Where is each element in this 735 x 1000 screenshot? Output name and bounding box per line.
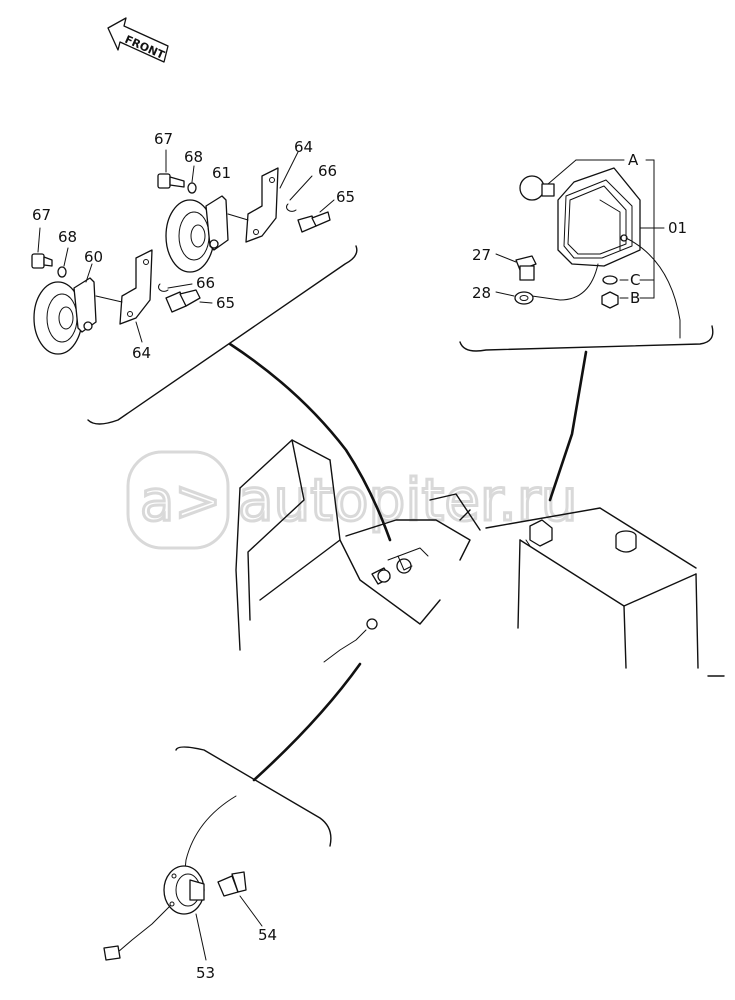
- washer-66-upper: [286, 203, 297, 212]
- callout-67-lower: 67: [32, 206, 51, 224]
- callout-01: 01: [668, 219, 687, 237]
- bolt-67-upper: [157, 149, 185, 189]
- horn-switch-53: [163, 865, 205, 915]
- watermark-logo: a>: [140, 469, 221, 534]
- callout-68-upper: 68: [184, 148, 203, 166]
- callout-66-lower: 66: [196, 274, 215, 292]
- callout-53: 53: [196, 964, 215, 982]
- horn-60: [33, 277, 97, 355]
- horn-61: [165, 195, 229, 273]
- callout-64-upper: 64: [294, 138, 313, 156]
- work-light-detail: [459, 159, 714, 352]
- front-arrow-icon: FRONT: [107, 17, 169, 63]
- callout-65-lower: 65: [216, 294, 235, 312]
- watermark: a> autopiter.ru: [126, 450, 579, 550]
- filler-cap: [615, 530, 637, 553]
- bracket-64-lower: [119, 249, 153, 325]
- washer-66-lower: [158, 283, 169, 292]
- work-light-01: [557, 167, 641, 267]
- callouts: 67 68 61 64 66 65 67 68 60 66 65 64 A 01…: [32, 130, 687, 982]
- floor-switch: [366, 618, 378, 630]
- horn-mount: [371, 547, 429, 585]
- washer-68-upper: [187, 182, 197, 194]
- callout-28: 28: [472, 284, 491, 302]
- horn-switch-detail: [103, 746, 332, 961]
- callout-b: B: [630, 289, 640, 307]
- bolt-54: [217, 871, 247, 897]
- callout-60: 60: [84, 248, 103, 266]
- bolt-27: [515, 255, 537, 281]
- callout-a: A: [628, 151, 639, 169]
- washer-28: [514, 291, 534, 305]
- nut-b: [601, 291, 619, 309]
- bolt-65-upper: [297, 211, 331, 233]
- callout-54: 54: [258, 926, 277, 944]
- callout-65-upper: 65: [336, 188, 355, 206]
- callout-68-lower: 68: [58, 228, 77, 246]
- bracket-64-upper: [245, 167, 279, 243]
- work-light-mount: [525, 519, 553, 547]
- callout-61: 61: [212, 164, 231, 182]
- bolt-67-lower: [31, 227, 53, 269]
- callout-64-lower: 64: [132, 344, 151, 362]
- watermark-text: autopiter.ru: [238, 466, 577, 534]
- callout-67-upper: 67: [154, 130, 173, 148]
- washer-c: [602, 275, 618, 285]
- machine-body: [228, 342, 725, 782]
- callout-c: C: [630, 271, 640, 289]
- horn-detail: [31, 149, 358, 425]
- washer-68-lower: [57, 266, 67, 278]
- callout-27: 27: [472, 246, 491, 264]
- bulb: [519, 175, 555, 201]
- bolt-65-lower: [165, 289, 201, 313]
- callout-66-upper: 66: [318, 162, 337, 180]
